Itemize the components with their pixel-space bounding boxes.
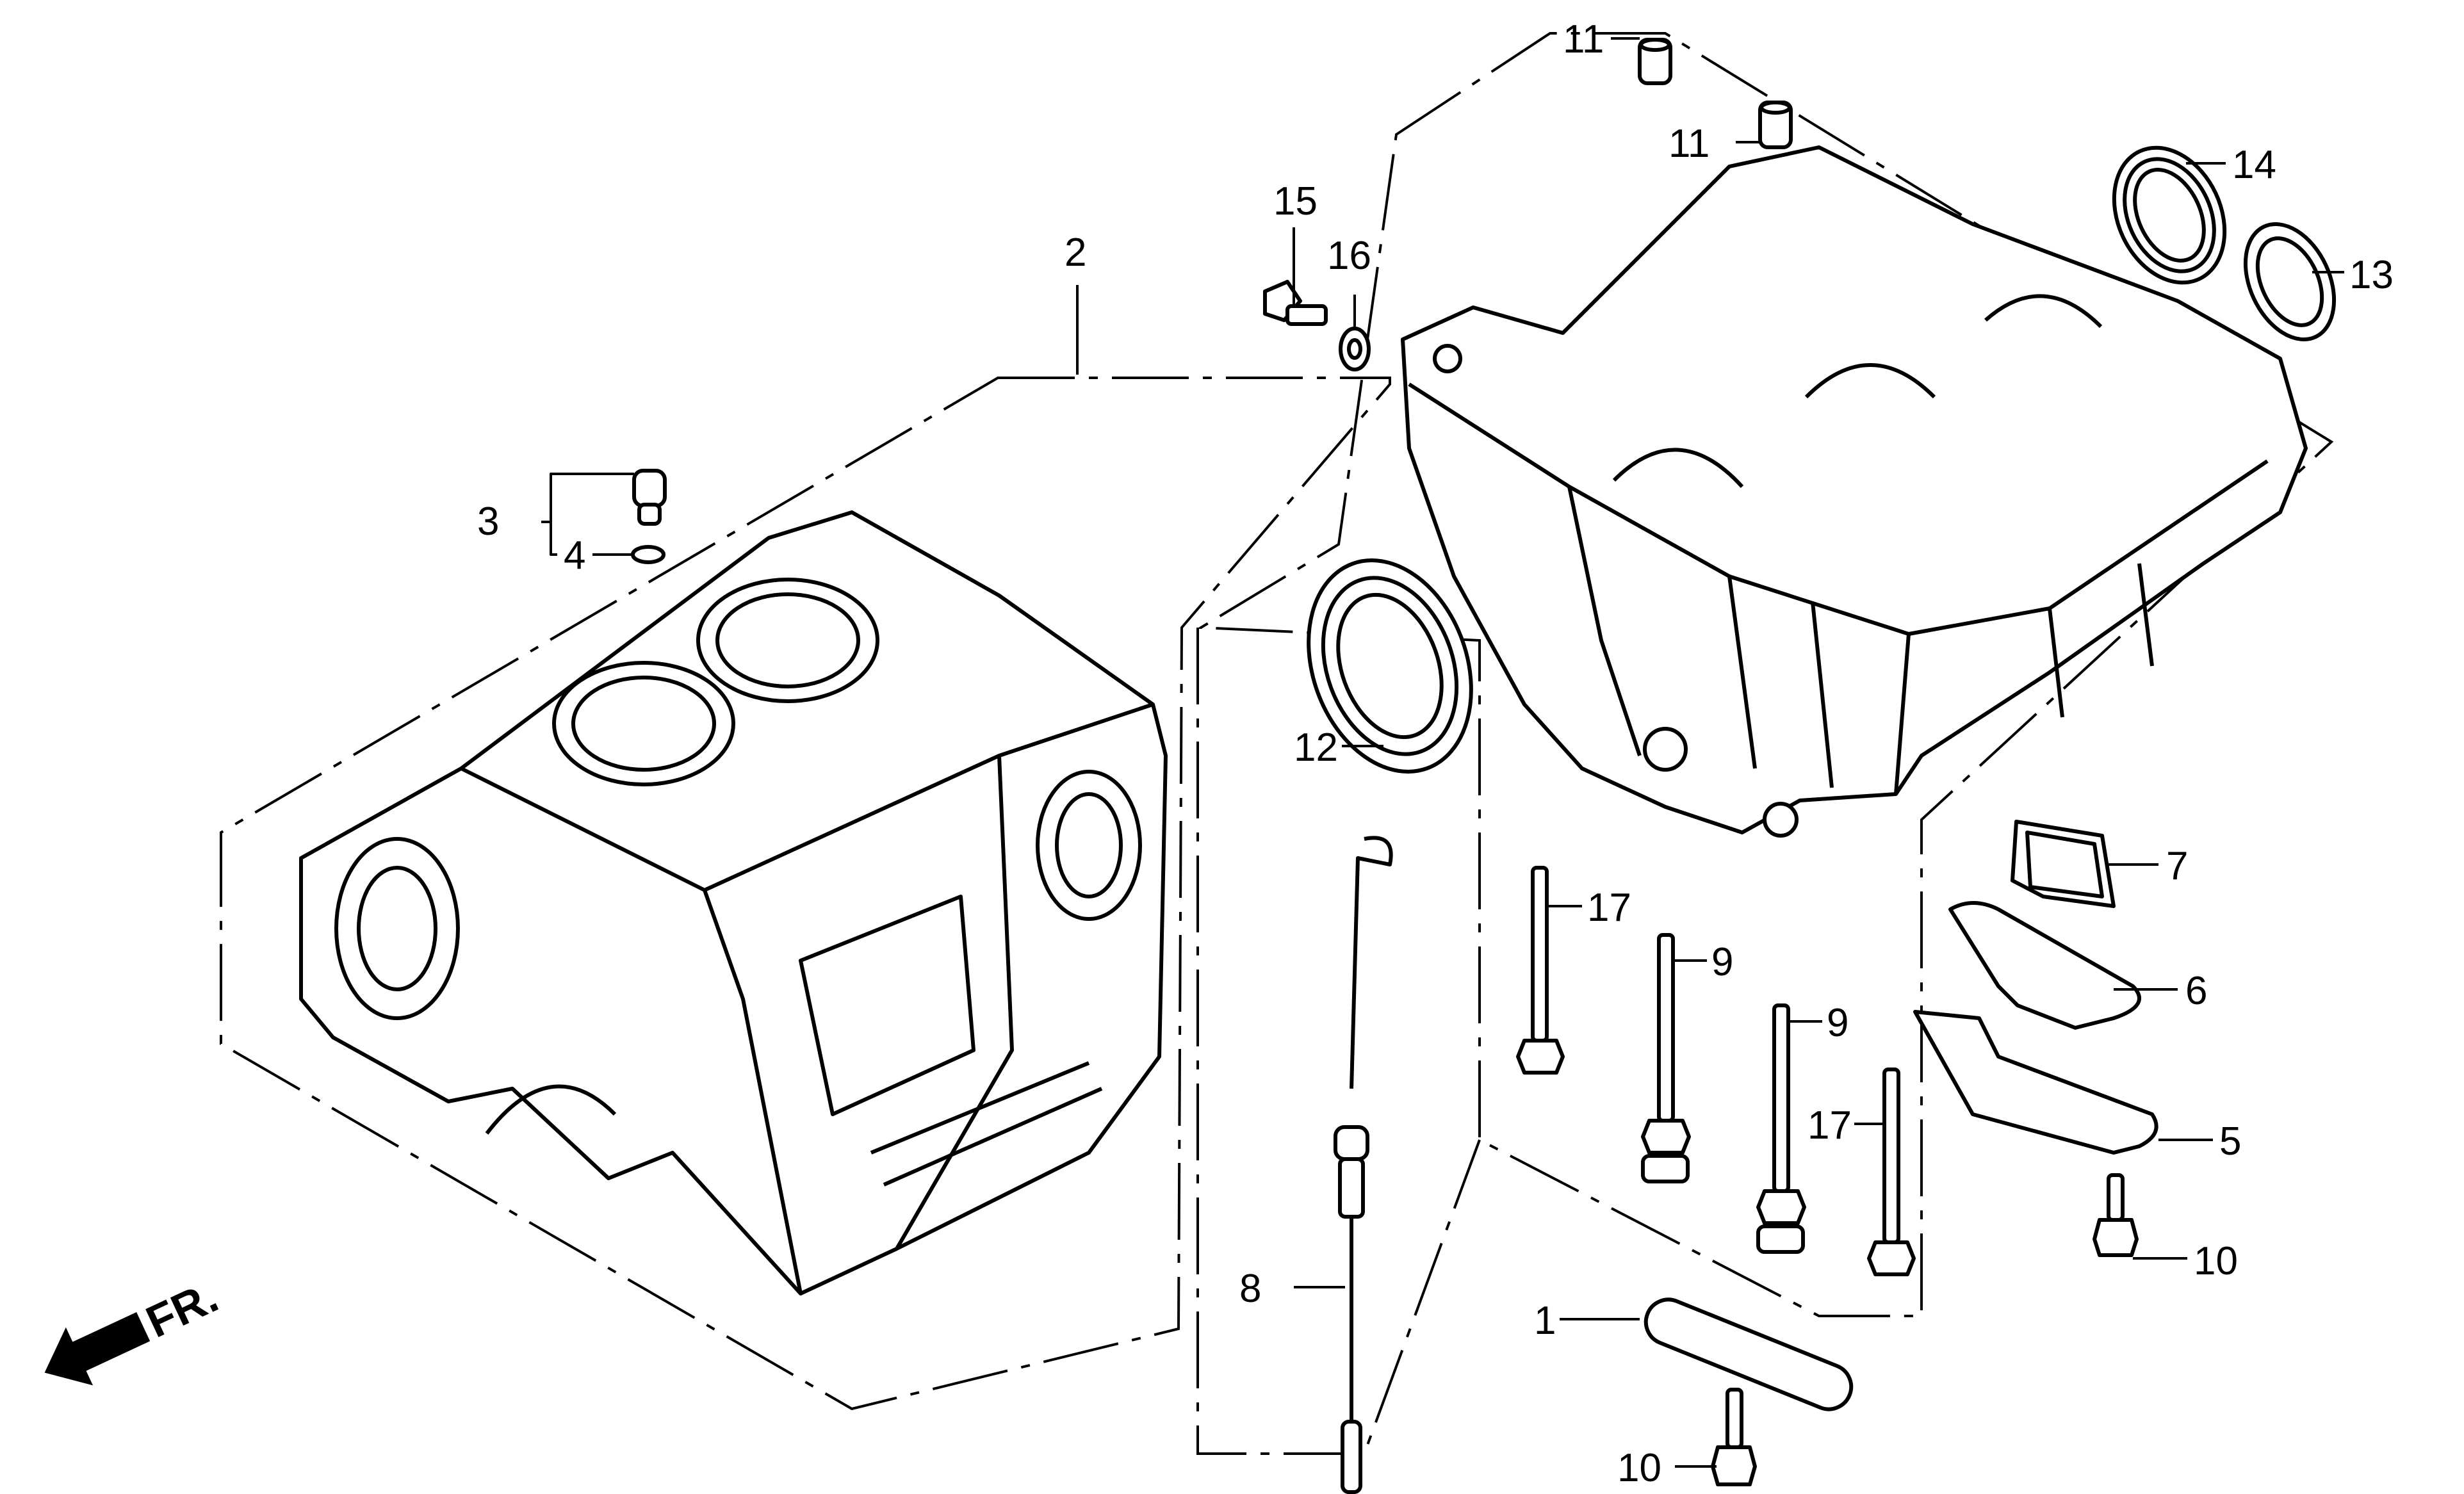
callout-4: 4 <box>564 533 585 578</box>
flange-bolt-part-10a <box>1711 1388 1757 1486</box>
bolt-part-9a <box>1641 933 1691 1183</box>
callout-5: 5 <box>2219 1119 2241 1164</box>
callout-16: 16 <box>1327 234 1371 278</box>
callout-2: 2 <box>1065 231 1086 275</box>
callout-17b: 17 <box>1807 1103 1852 1148</box>
dipstick-part <box>1334 836 1393 1494</box>
front-direction-label: FR. <box>139 1271 225 1347</box>
callout-11b: 11 <box>1669 122 1709 166</box>
dowel-pin-part <box>1758 101 1793 149</box>
crankcase-group-outline <box>1196 32 2334 1317</box>
bolt-part-9b <box>1756 1003 1806 1254</box>
callout-6: 6 <box>2185 969 2207 1013</box>
callout-10a: 10 <box>1617 1446 1661 1490</box>
bolt-part-17b <box>1867 1068 1916 1276</box>
callout-14: 14 <box>2232 143 2276 187</box>
callout-11a: 11 <box>1563 17 1604 61</box>
front-direction-arrow-icon <box>44 1311 151 1386</box>
crankcase <box>1401 145 2308 838</box>
callout-9b: 9 <box>1827 1001 1848 1045</box>
drain-bolt-part <box>1263 280 1328 326</box>
oil-seal-part-13 <box>2243 222 2337 341</box>
callout-12: 12 <box>1294 726 1338 770</box>
plate-part-5 <box>1913 1010 2158 1155</box>
cylinder-block-group-outline <box>220 377 1391 1411</box>
dowel-pin-part <box>1638 38 1672 85</box>
oil-seal-part-12 <box>1307 558 1473 774</box>
callout-3: 3 <box>477 499 499 544</box>
plate-part-1 <box>1644 1297 1854 1411</box>
strainer-part <box>2011 820 2116 908</box>
oil-seal-part-14 <box>2112 145 2227 285</box>
callout-15: 15 <box>1273 179 1318 223</box>
callout-labels: 2 3 4 11 11 15 16 14 13 12 17 9 9 17 7 6… <box>477 17 2394 1490</box>
leader-lines <box>541 37 2344 1468</box>
callout-10b: 10 <box>2194 1239 2238 1283</box>
callout-13: 13 <box>2349 253 2394 297</box>
callout-1: 1 <box>1534 1299 1556 1343</box>
plug-part <box>632 469 667 526</box>
flange-bolt-part-10b <box>2093 1173 2139 1257</box>
front-direction-indicator: FR. <box>44 1271 225 1386</box>
cylinder-block <box>299 510 1168 1295</box>
callout-8: 8 <box>1239 1267 1261 1311</box>
washer-part-4 <box>631 545 665 564</box>
gasket-part <box>1948 901 2141 1030</box>
bolt-part-17a <box>1516 866 1565 1075</box>
washer-part-16 <box>1339 327 1371 371</box>
callout-9a: 9 <box>1711 940 1733 984</box>
callout-7: 7 <box>2166 844 2188 888</box>
dipstick-group-outline <box>1196 628 1481 1455</box>
callout-17a: 17 <box>1587 886 1631 930</box>
